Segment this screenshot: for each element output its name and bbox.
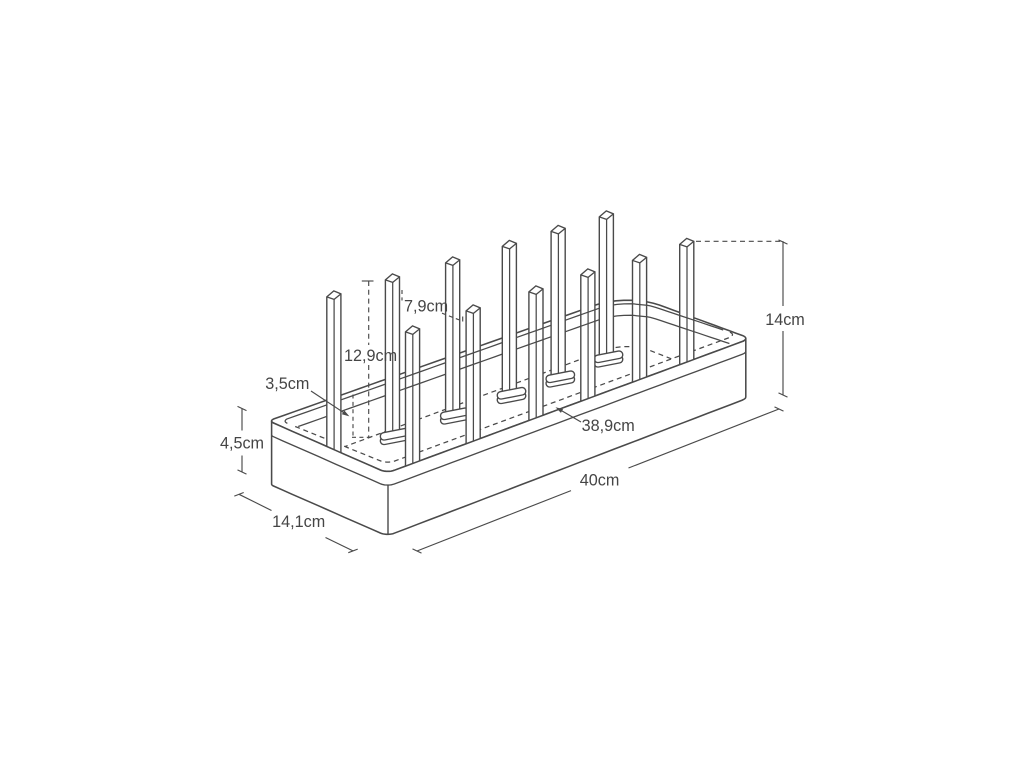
svg-text:14cm: 14cm <box>765 311 805 329</box>
svg-text:7,9cm: 7,9cm <box>404 298 448 316</box>
svg-text:3,5cm: 3,5cm <box>265 375 309 393</box>
svg-text:40cm: 40cm <box>580 471 620 489</box>
svg-text:14,1cm: 14,1cm <box>272 513 325 531</box>
svg-text:4,5cm: 4,5cm <box>220 434 264 452</box>
svg-text:38,9cm: 38,9cm <box>582 417 635 435</box>
svg-text:12,9cm: 12,9cm <box>344 347 397 365</box>
